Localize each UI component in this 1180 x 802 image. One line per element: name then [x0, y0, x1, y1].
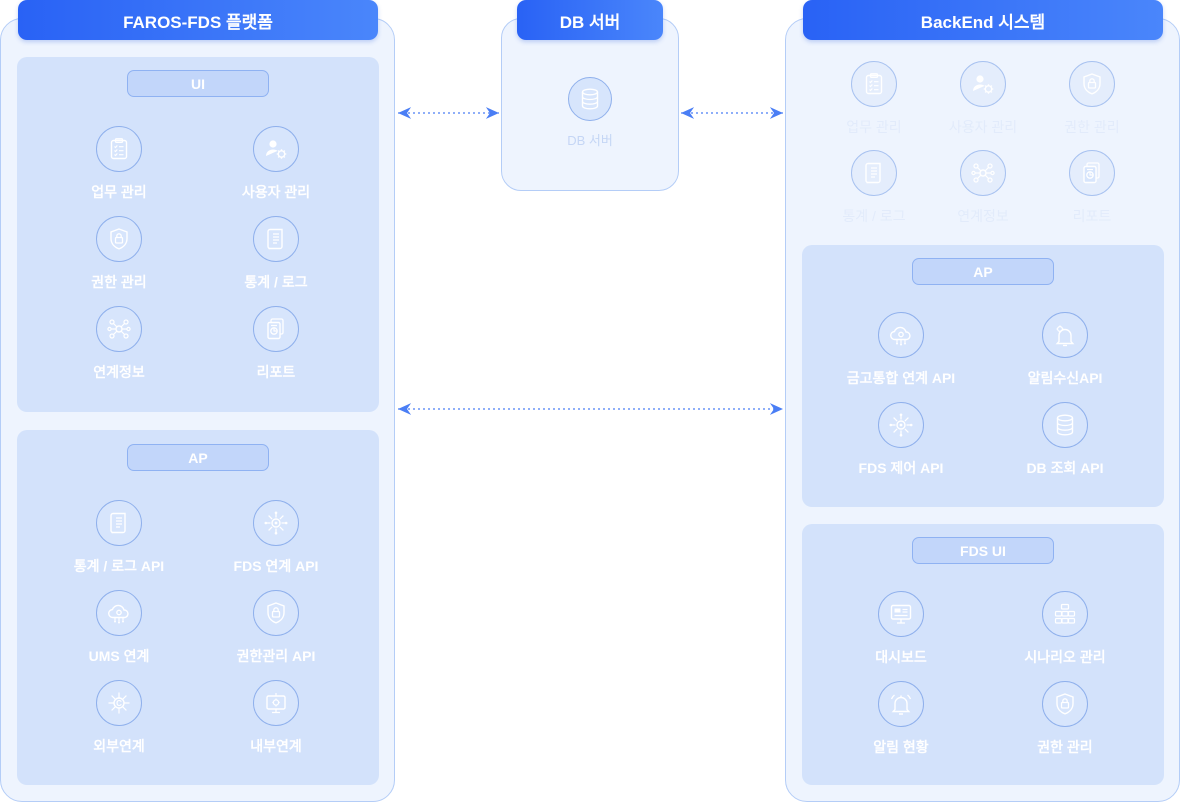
db-server-title: DB 서버 [517, 0, 663, 40]
external-link-icon [96, 680, 142, 726]
platform-ap-item-stats-log-api[interactable]: 통계 / 로그 API [44, 500, 194, 576]
bell-icon [878, 681, 924, 727]
platform-ap-item-external[interactable]: 외부연계 [44, 680, 194, 756]
platform-ui-item-stats-log[interactable]: 통계 / 로그 [201, 216, 351, 292]
item-label: DB 서버 [567, 133, 613, 148]
backend-ap-section [802, 245, 1164, 507]
cloud-gear-icon [96, 590, 142, 636]
backend-system-title: BackEnd 시스템 [803, 0, 1163, 40]
backend-item-task[interactable]: 업무 관리 [799, 61, 949, 137]
item-label: 내부연계 [250, 738, 302, 754]
network-gear-icon [253, 500, 299, 546]
internal-link-icon [253, 680, 299, 726]
backend-fds-ui-item-scenario[interactable]: 시나리오 관리 [990, 591, 1140, 667]
item-label: 시나리오 관리 [1024, 649, 1106, 665]
report-icon [1069, 150, 1115, 196]
clipboard-icon [851, 61, 897, 107]
item-label: 연계정보 [957, 208, 1009, 224]
item-label: DB 조회 API [1026, 460, 1104, 476]
user-settings-icon [253, 126, 299, 172]
item-label: 알림수신API [1027, 370, 1103, 386]
scenario-icon [1042, 591, 1088, 637]
bell-gear-icon [1042, 312, 1088, 358]
platform-ui-item-task[interactable]: 업무 관리 [44, 126, 194, 202]
user-settings-icon [960, 61, 1006, 107]
backend-item-permission[interactable]: 권한 관리 [1017, 61, 1167, 137]
shield-lock-icon [1042, 681, 1088, 727]
platform-ap-label: AP [127, 444, 269, 471]
item-label: 사용자 관리 [241, 184, 311, 200]
item-label: 알림 현황 [873, 739, 929, 755]
network-icon [96, 306, 142, 352]
shield-lock-icon [1069, 61, 1115, 107]
document-log-icon [253, 216, 299, 262]
item-label: 리포트 [256, 364, 296, 380]
item-label: 리포트 [1072, 208, 1112, 224]
backend-fds-ui-section [802, 524, 1164, 785]
database-icon [568, 77, 612, 121]
item-label: UMS 연계 [88, 648, 150, 664]
backend-ap-item-db-query-api[interactable]: DB 조회 API [990, 402, 1140, 478]
platform-ui-label: UI [127, 70, 269, 97]
item-label: 권한 관리 [1064, 119, 1120, 135]
backend-ap-item-vault-api[interactable]: 금고통합 연계 API [826, 312, 976, 388]
cloud-gear-icon [878, 312, 924, 358]
platform-ui-item-permission[interactable]: 권한 관리 [44, 216, 194, 292]
report-icon [253, 306, 299, 352]
backend-fds-ui-item-permission[interactable]: 권한 관리 [990, 681, 1140, 757]
network-icon [960, 150, 1006, 196]
item-label: 권한 관리 [1037, 739, 1093, 755]
faros-fds-platform-title: FAROS-FDS 플랫폼 [18, 0, 378, 40]
platform-ap-item-ums[interactable]: UMS 연계 [44, 590, 194, 666]
platform-ui-item-integration[interactable]: 연계정보 [44, 306, 194, 382]
item-label: 통계 / 로그 [244, 274, 308, 290]
platform-ui-item-report[interactable]: 리포트 [201, 306, 351, 382]
platform-ui-section [17, 57, 379, 412]
item-label: 통계 / 로그 [842, 208, 906, 224]
item-label: 업무 관리 [846, 119, 902, 135]
backend-item-stats-log[interactable]: 통계 / 로그 [799, 150, 949, 226]
dashboard-icon [878, 591, 924, 637]
shield-lock-icon [253, 590, 299, 636]
item-label: 금고통합 연계 API [846, 370, 956, 386]
item-label: 외부연계 [93, 738, 145, 754]
item-label: 대시보드 [875, 649, 927, 665]
item-label: FDS 연계 API [233, 558, 319, 574]
document-log-icon [851, 150, 897, 196]
platform-ap-section [17, 430, 379, 785]
shield-lock-icon [96, 216, 142, 262]
backend-fds-ui-item-dashboard[interactable]: 대시보드 [826, 591, 976, 667]
backend-ap-item-alert-api[interactable]: 알림수신API [990, 312, 1140, 388]
backend-item-integration[interactable]: 연계정보 [908, 150, 1058, 226]
item-label: 업무 관리 [91, 184, 147, 200]
item-label: 통계 / 로그 API [73, 558, 165, 574]
backend-fds-ui-item-alert-status[interactable]: 알림 현황 [826, 681, 976, 757]
clipboard-icon [96, 126, 142, 172]
item-label: 권한 관리 [91, 274, 147, 290]
item-label: 연계정보 [93, 364, 145, 380]
document-log-icon [96, 500, 142, 546]
item-label: 사용자 관리 [948, 119, 1018, 135]
platform-ui-item-user[interactable]: 사용자 관리 [201, 126, 351, 202]
item-label: FDS 제어 API [858, 460, 944, 476]
platform-ap-item-internal[interactable]: 내부연계 [201, 680, 351, 756]
platform-ap-item-permission-api[interactable]: 권한관리 API [201, 590, 351, 666]
backend-item-user[interactable]: 사용자 관리 [908, 61, 1058, 137]
backend-item-report[interactable]: 리포트 [1017, 150, 1167, 226]
platform-ap-item-fds-api[interactable]: FDS 연계 API [201, 500, 351, 576]
database-icon [1042, 402, 1088, 448]
backend-ap-item-fds-control-api[interactable]: FDS 제어 API [826, 402, 976, 478]
network-gear-icon [878, 402, 924, 448]
db-server-item[interactable]: DB 서버 [515, 77, 665, 149]
backend-ap-label: AP [912, 258, 1054, 285]
backend-fds-ui-label: FDS UI [912, 537, 1054, 564]
item-label: 권한관리 API [236, 648, 316, 664]
